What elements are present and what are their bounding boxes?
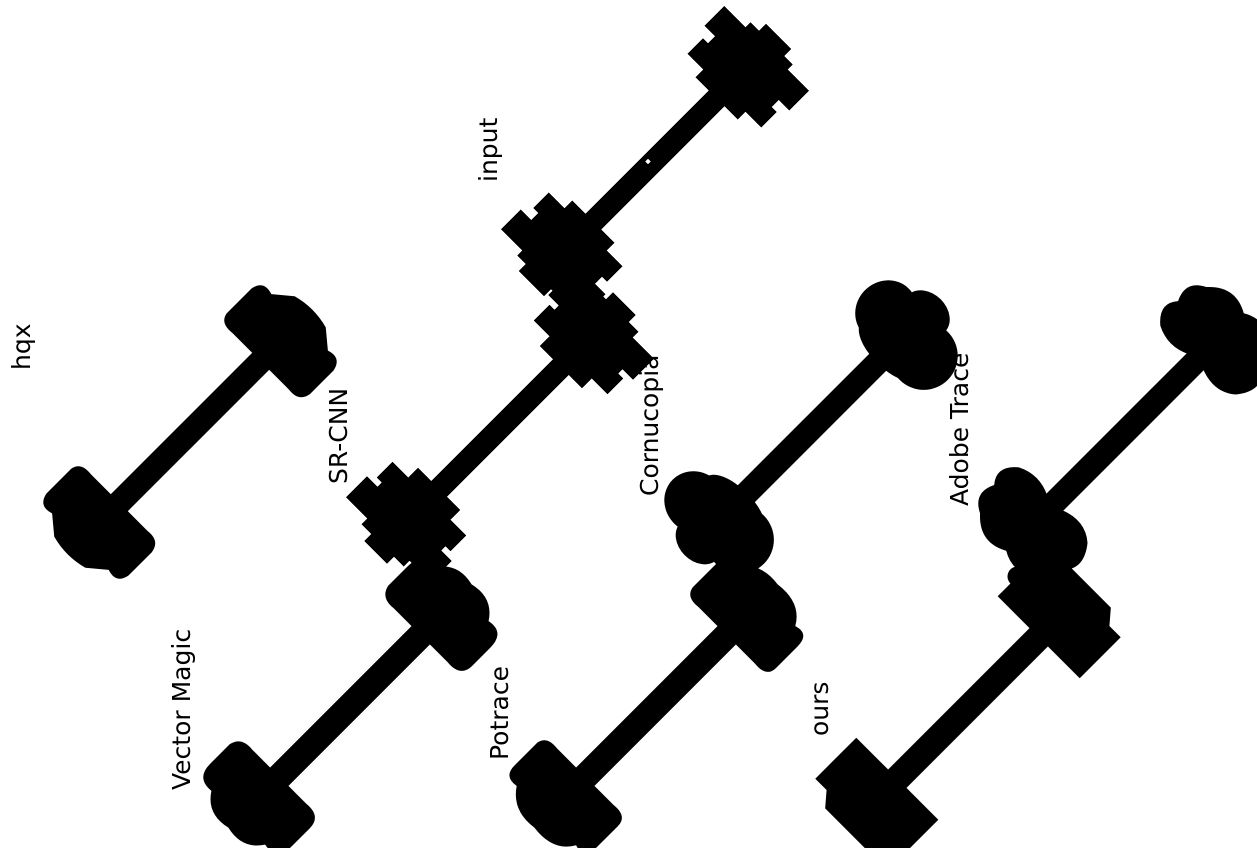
panel-label-ours: ours: [805, 682, 834, 736]
dumbbell-shape-cornucopia: [641, 255, 985, 599]
dumbbell-shape-hqx: [27, 269, 354, 596]
panel-potrace: [493, 543, 819, 848]
dumbbell-shape-sr-cnn: [333, 261, 667, 595]
dumbbell-shape-ours: [798, 538, 1130, 848]
panel-label-sr-cnn: SR-CNN: [324, 388, 353, 484]
panel-sr-cnn: [333, 261, 667, 595]
panel-ours: [798, 538, 1130, 848]
dumbbell-shape-input: [489, 0, 821, 326]
panel-label-input: input: [474, 117, 503, 182]
panel-cornucopia: [641, 255, 985, 599]
dumbbell-shape-vector-magic: [186, 542, 513, 848]
panel-adobe-trace: [960, 267, 1257, 598]
panel-hqx: [27, 269, 354, 596]
dumbbell-shape-potrace: [493, 543, 819, 848]
panel-input: [489, 0, 821, 326]
panel-label-potrace: Potrace: [485, 666, 514, 760]
panel-label-hqx: hqx: [7, 323, 36, 370]
panel-vector-magic: [186, 542, 513, 848]
panel-label-adobe-trace: Adobe Trace: [945, 353, 974, 506]
panel-label-vector-magic: Vector Magic: [167, 629, 196, 790]
dumbbell-shape-adobe-trace: [960, 267, 1257, 598]
panel-label-cornucopia: Cornucopia: [635, 355, 664, 496]
